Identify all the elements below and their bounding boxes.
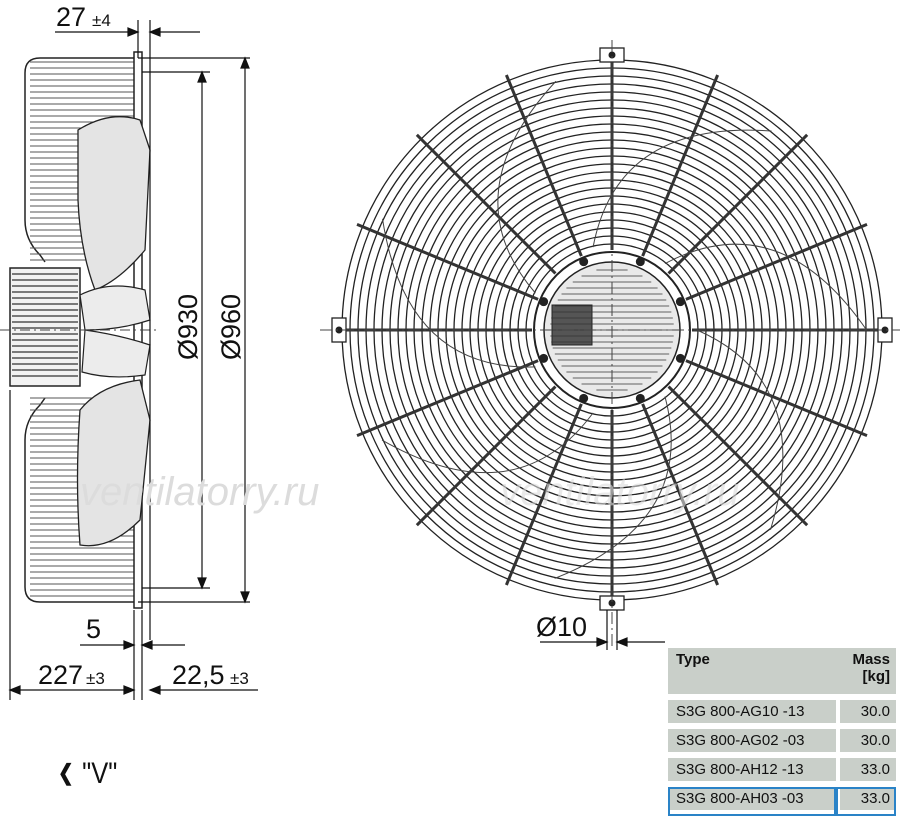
guard-spoke	[641, 74, 720, 257]
depth-right-label: 22,5	[172, 660, 225, 690]
hub-bolt	[635, 257, 645, 267]
mass-header-line2: [kg]	[862, 668, 891, 685]
depth-right-tolerance: ±3	[230, 669, 249, 688]
top-offset-label: 27	[56, 2, 86, 32]
blade-edge	[554, 396, 672, 579]
side-dimension-lines	[8, 20, 258, 700]
mass-table: Type Mass[kg] S3G 800-AG10 -13 30.0 S3G …	[668, 648, 896, 816]
type-cell: S3G 800-AH12 -13	[668, 758, 837, 787]
view-v-label: ❮ "V"	[58, 757, 117, 791]
guard-spoke	[641, 403, 720, 586]
outer-diameter-label: Ø960	[216, 294, 246, 360]
hub-bolt	[579, 257, 589, 267]
hole-diameter-label: Ø10	[536, 612, 587, 642]
blade-edge	[382, 218, 536, 368]
mass-header: Mass[kg]	[836, 648, 896, 700]
depth-left-label: 227	[38, 660, 83, 690]
guard-spoke	[415, 133, 557, 275]
blade-edge	[381, 412, 594, 474]
type-cell: S3G 800-AG10 -13	[668, 700, 837, 729]
guard-spoke	[667, 385, 809, 527]
table-row[interactable]: S3G 800-AH12 -13 33.0	[668, 758, 896, 787]
hub-bolt	[675, 297, 685, 307]
guard-spoke	[356, 359, 539, 438]
blade-edge	[497, 80, 557, 294]
table-row-selected[interactable]: S3G 800-AH03 -03 33.0	[668, 787, 896, 816]
type-cell: S3G 800-AH03 -03	[668, 787, 837, 816]
guard-spoke	[415, 385, 557, 527]
watermark-2: ventilatorry.ru	[500, 470, 739, 514]
top-offset-tolerance: ±4	[92, 11, 111, 30]
hole-dimension	[540, 610, 665, 650]
blade-edge	[664, 243, 868, 331]
table-row[interactable]: S3G 800-AG10 -13 30.0	[668, 700, 896, 729]
hub-bolt	[675, 353, 685, 363]
hub-bolt	[539, 297, 549, 307]
guard-spoke	[667, 133, 809, 275]
flange-thickness-label: 5	[86, 614, 101, 644]
blade-edge	[696, 329, 784, 530]
blade-edge	[592, 129, 772, 248]
hub-bolt	[635, 393, 645, 403]
front-view	[320, 40, 900, 650]
watermark: ventilatorry.ru	[80, 470, 319, 514]
guard-spoke	[504, 403, 583, 586]
guard-spoke	[685, 222, 868, 301]
mass-header-line1: Mass	[852, 651, 890, 668]
inner-diameter-label: Ø930	[173, 294, 203, 360]
table-row[interactable]: S3G 800-AG02 -03 30.0	[668, 729, 896, 758]
guard-spoke	[356, 222, 539, 301]
mass-cell: 33.0	[836, 758, 896, 787]
type-header: Type	[668, 648, 837, 700]
hub-bolt	[539, 353, 549, 363]
mass-cell: 33.0	[836, 787, 896, 816]
mass-table-header: Type Mass[kg]	[668, 648, 896, 700]
chevron-left-icon: ❮	[58, 760, 74, 785]
side-view	[0, 51, 160, 609]
guard-spoke	[685, 359, 868, 438]
depth-left-tolerance: ±3	[86, 669, 105, 688]
mass-cell: 30.0	[836, 729, 896, 758]
mass-cell: 30.0	[836, 700, 896, 729]
type-cell: S3G 800-AG02 -03	[668, 729, 837, 758]
guard-spoke	[504, 74, 583, 257]
hub-bolt	[579, 393, 589, 403]
view-v-text: "V"	[82, 757, 118, 790]
